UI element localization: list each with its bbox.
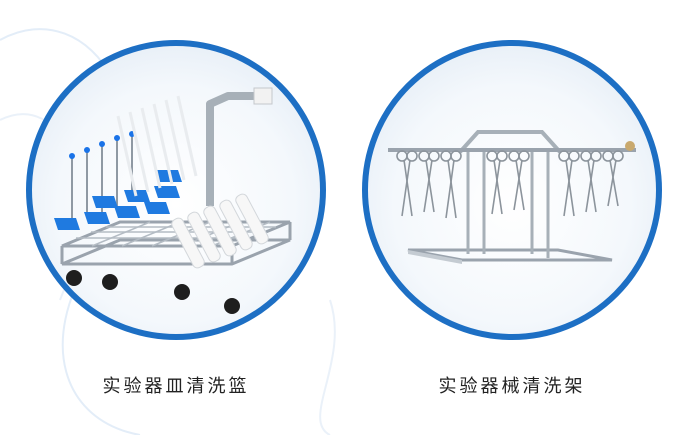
product-card-glassware-basket[interactable] <box>26 40 326 340</box>
product-caption-instrument-rack: 实验器械清洗架 <box>438 376 586 397</box>
glassware-cleaning-basket-icon <box>54 87 292 314</box>
product-caption-glassware-basket: 实验器皿清洗篮 <box>102 376 250 397</box>
product-card-instrument-rack[interactable] <box>362 40 662 340</box>
instrument-cleaning-rack-icon <box>388 130 636 264</box>
